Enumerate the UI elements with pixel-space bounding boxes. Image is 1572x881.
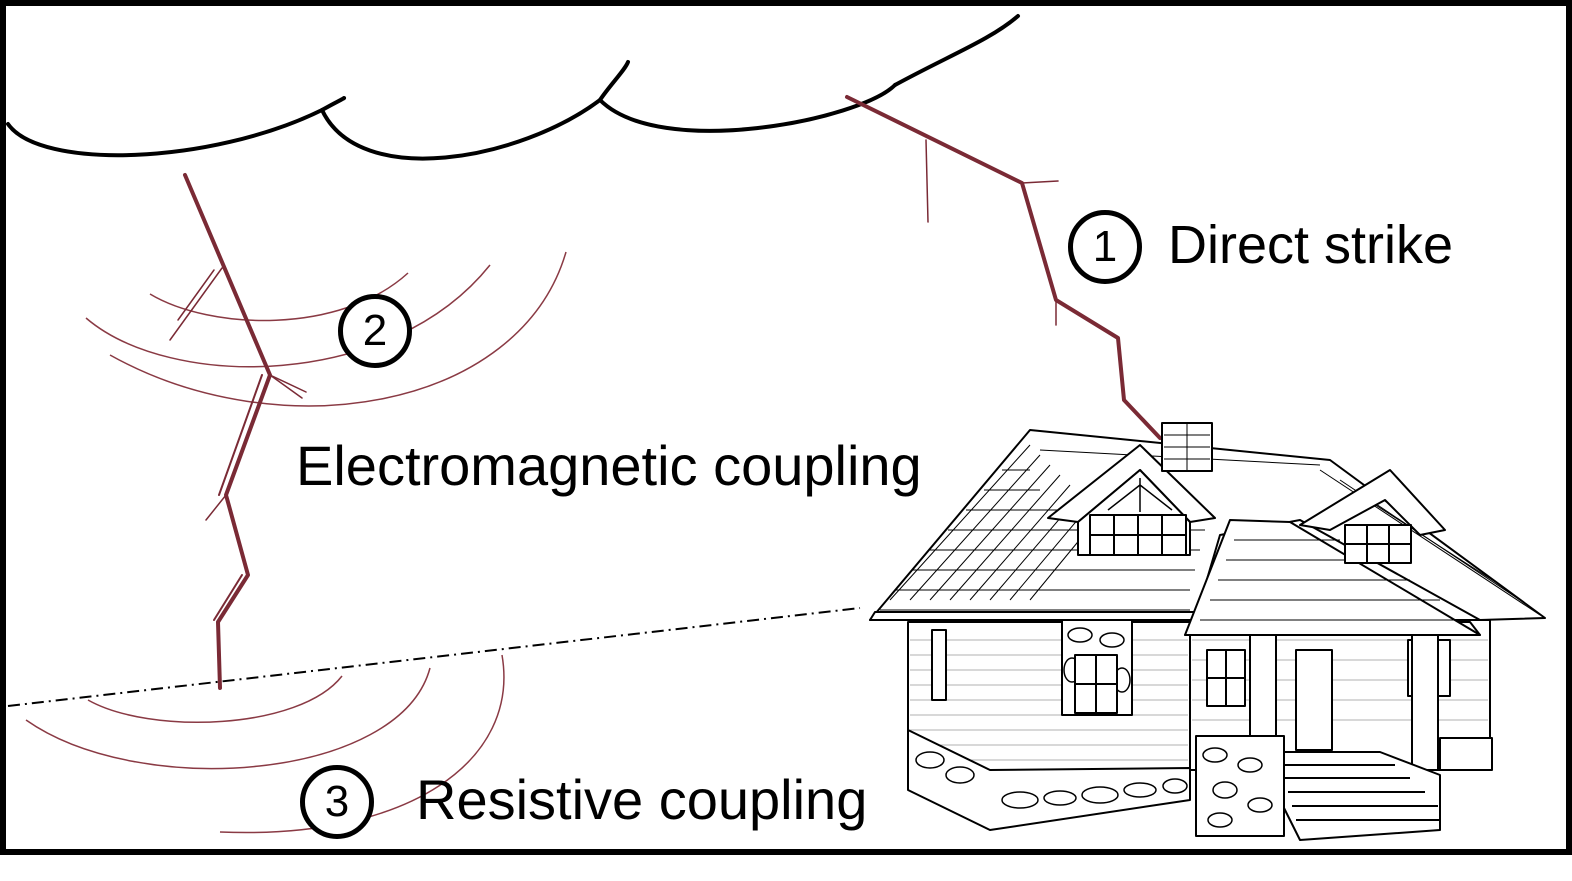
cloud-icon bbox=[6, 14, 1020, 161]
frame-border bbox=[0, 0, 1572, 855]
electromagnetic-number-badge: 2 bbox=[338, 294, 412, 368]
resistive-coupling-label: Resistive coupling bbox=[416, 768, 868, 831]
ground-line bbox=[7, 607, 861, 707]
direct-strike-bolt-icon bbox=[845, 95, 1162, 440]
electromagnetic-coupling-label: Electromagnetic coupling bbox=[296, 434, 922, 497]
electromagnetic-field-lines bbox=[85, 251, 567, 407]
resistive-field-lines bbox=[25, 654, 505, 834]
direct-strike-number-badge: 1 bbox=[1068, 210, 1142, 284]
direct-strike-label: Direct strike bbox=[1168, 215, 1454, 275]
house-icon bbox=[869, 422, 1546, 841]
resistive-number-badge: 3 bbox=[300, 765, 374, 839]
ground-strike-bolt-icon bbox=[169, 173, 307, 690]
